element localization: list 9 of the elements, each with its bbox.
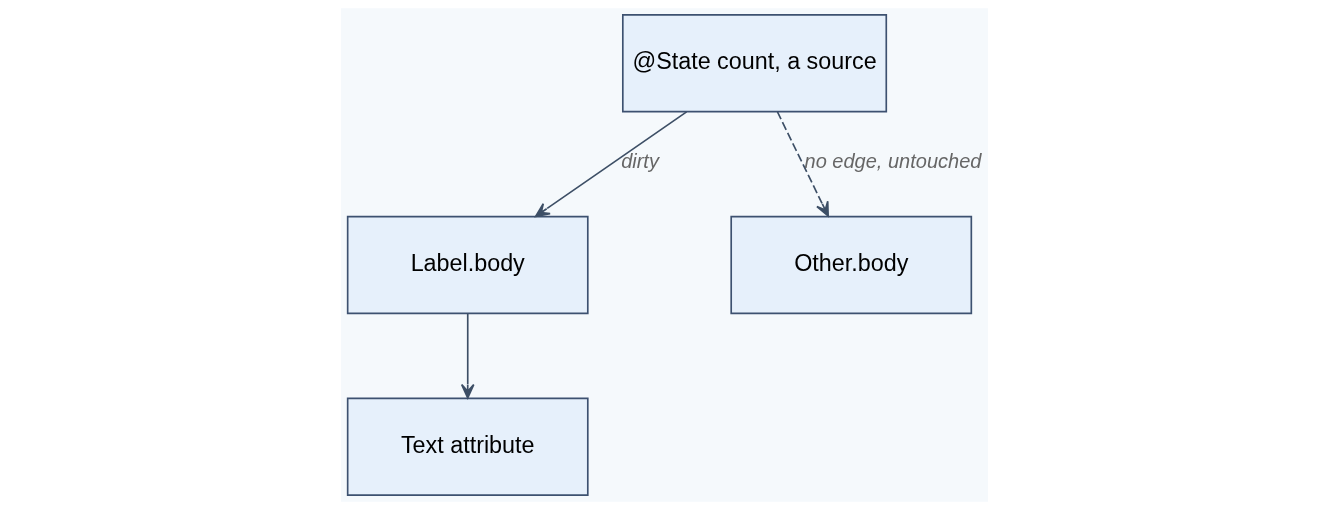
node-box: @State count, a source — [621, 14, 887, 113]
arrow — [776, 111, 829, 217]
edge-label: dirty — [620, 149, 659, 172]
arrow — [460, 312, 475, 399]
node-box: Text attribute — [346, 397, 589, 496]
node-box: Other.body — [729, 215, 972, 315]
arrow — [534, 111, 687, 218]
node-box: Label.body — [346, 215, 589, 315]
edge-label: no edge, untouched — [804, 149, 981, 172]
